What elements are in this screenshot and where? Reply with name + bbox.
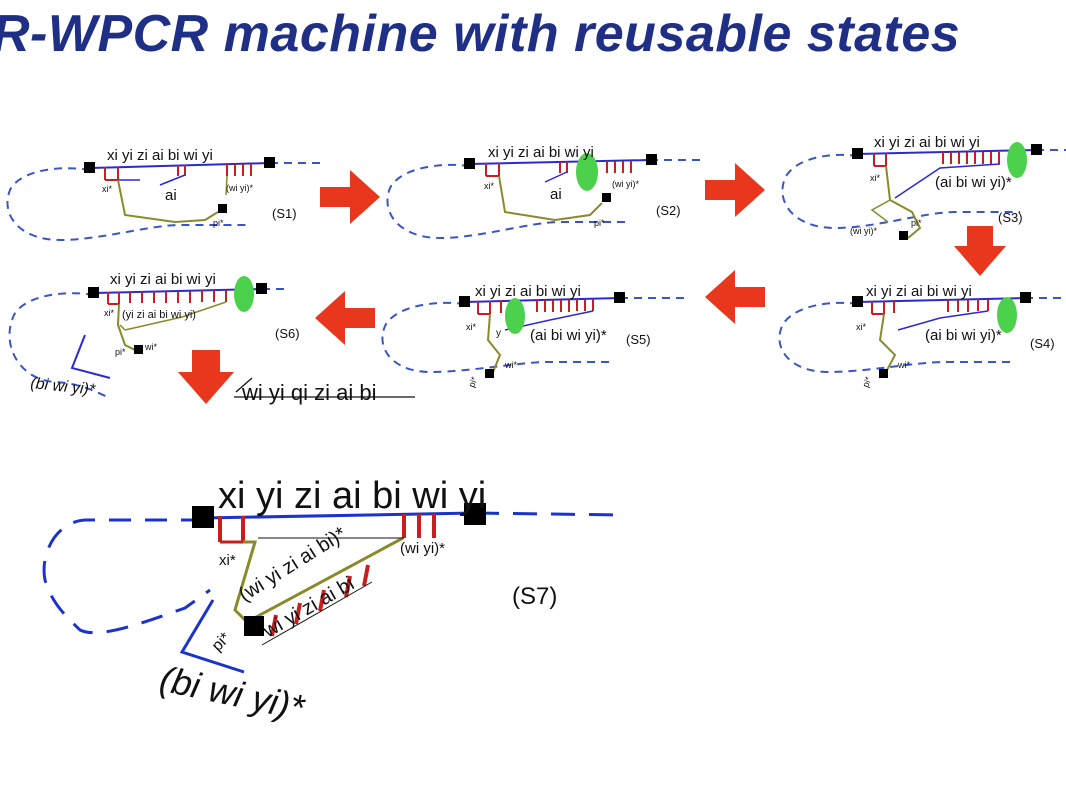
s7-label-pstar: pi* bbox=[209, 630, 234, 655]
s5-label-abwy: (ai bi wi yi)* bbox=[530, 327, 607, 344]
s5-top-sequence: xi yi zi ai bi wi yi bbox=[475, 283, 581, 300]
s2-label: (S2) bbox=[656, 203, 681, 218]
s5-label-pstar: pi* bbox=[466, 375, 479, 389]
s6-label-xstar: xi* bbox=[104, 308, 114, 318]
arrow-s5-s6 bbox=[315, 291, 375, 345]
s6-label-wstar: wi* bbox=[144, 342, 157, 352]
s3-top-sequence: xi yi zi ai bi wi yi bbox=[874, 134, 980, 151]
slide-title: R-WPCR machine with reusable states bbox=[0, 5, 961, 63]
s3-label-pstar: pi* bbox=[911, 218, 922, 228]
s1-top-sequence: xi yi zi ai bi wi yi bbox=[107, 147, 213, 164]
s5-label-y: y bbox=[496, 328, 501, 339]
arrow-s3-s4 bbox=[954, 226, 1006, 276]
s7-label-xstar: xi* bbox=[219, 552, 236, 569]
s5-label-wstar: wi* bbox=[504, 360, 517, 370]
panel-s1: xi yi zi ai bi wi yi xi* ai (wi yi)* pi*… bbox=[6, 147, 320, 242]
strikethrough-sequence: wi yi qi zi ai bi bbox=[241, 380, 376, 405]
s5-label-xstar: xi* bbox=[466, 322, 476, 332]
s7-label: (S7) bbox=[512, 583, 557, 610]
s2-label-a: ai bbox=[550, 186, 562, 203]
s3-label-abwy: (ai bi wi yi)* bbox=[935, 174, 1012, 191]
s1-label-xstar: xi* bbox=[102, 184, 112, 194]
s1-label-a: ai bbox=[165, 187, 177, 204]
s4-label-pstar: pi* bbox=[860, 375, 873, 389]
s1-label-wystar: (wi yi)* bbox=[226, 183, 253, 193]
panel-s4: xi yi zi ai bi wi yi xi* (ai bi wi yi)* … bbox=[778, 283, 1066, 389]
s1-label-pstar: pi* bbox=[213, 218, 224, 228]
s1-label: (S1) bbox=[272, 206, 297, 221]
arrow-s4-s5 bbox=[705, 270, 765, 324]
arrow-s1-s2 bbox=[320, 170, 380, 224]
s3-label-xstar: xi* bbox=[870, 173, 880, 183]
panel-s5: xi yi zi ai bi wi yi xi* y (ai bi wi yi)… bbox=[381, 283, 690, 389]
s6-label: (S6) bbox=[275, 326, 300, 341]
panel-s7: xi yi zi ai bi wi yi xi* (wi yi)* (wi yi… bbox=[42, 475, 626, 728]
s2-label-pstar: pi* bbox=[594, 218, 605, 228]
s2-label-xstar: xi* bbox=[484, 181, 494, 191]
panel-s2: xi yi zi ai bi wi yi xi* ai (wi yi)* pi*… bbox=[386, 144, 700, 240]
strikethrough-sequence-group: wi yi qi zi ai bi bbox=[234, 377, 415, 405]
s6-top-sequence: xi yi zi ai bi wi yi bbox=[110, 271, 216, 288]
s6-tail-label: (bi wi yi)* bbox=[30, 375, 97, 399]
s2-label-wystar: (wi yi)* bbox=[612, 179, 639, 189]
arrow-s6-s7 bbox=[178, 350, 234, 404]
s2-top-sequence: xi yi zi ai bi wi yi bbox=[488, 144, 594, 161]
s4-label-xstar: xi* bbox=[856, 322, 866, 332]
s3-label: (S3) bbox=[998, 210, 1023, 225]
s4-label-abwy: (ai bi wi yi)* bbox=[925, 327, 1002, 344]
panel-s3: xi yi zi ai bi wi yi xi* (ai bi wi yi)* … bbox=[781, 134, 1066, 240]
panel-s6: xi yi zi ai bi wi yi xi* (yi zi ai bi wi… bbox=[8, 271, 300, 399]
s6-label-pstar: pi* bbox=[115, 347, 126, 357]
s4-top-sequence: xi yi zi ai bi wi yi bbox=[866, 283, 972, 300]
arrow-s2-s3 bbox=[705, 163, 765, 217]
s7-label-wystar: (wi yi)* bbox=[400, 540, 445, 557]
s6-label-yzabwy: (yi zi ai bi wi yi) bbox=[122, 309, 196, 321]
s3-label-wystar: (wi yi)* bbox=[850, 226, 877, 236]
s4-label-wstar: wi* bbox=[897, 360, 910, 370]
s4-label: (S4) bbox=[1030, 336, 1055, 351]
s7-top-sequence: xi yi zi ai bi wi yi bbox=[218, 475, 486, 517]
s5-label: (S5) bbox=[626, 332, 651, 347]
